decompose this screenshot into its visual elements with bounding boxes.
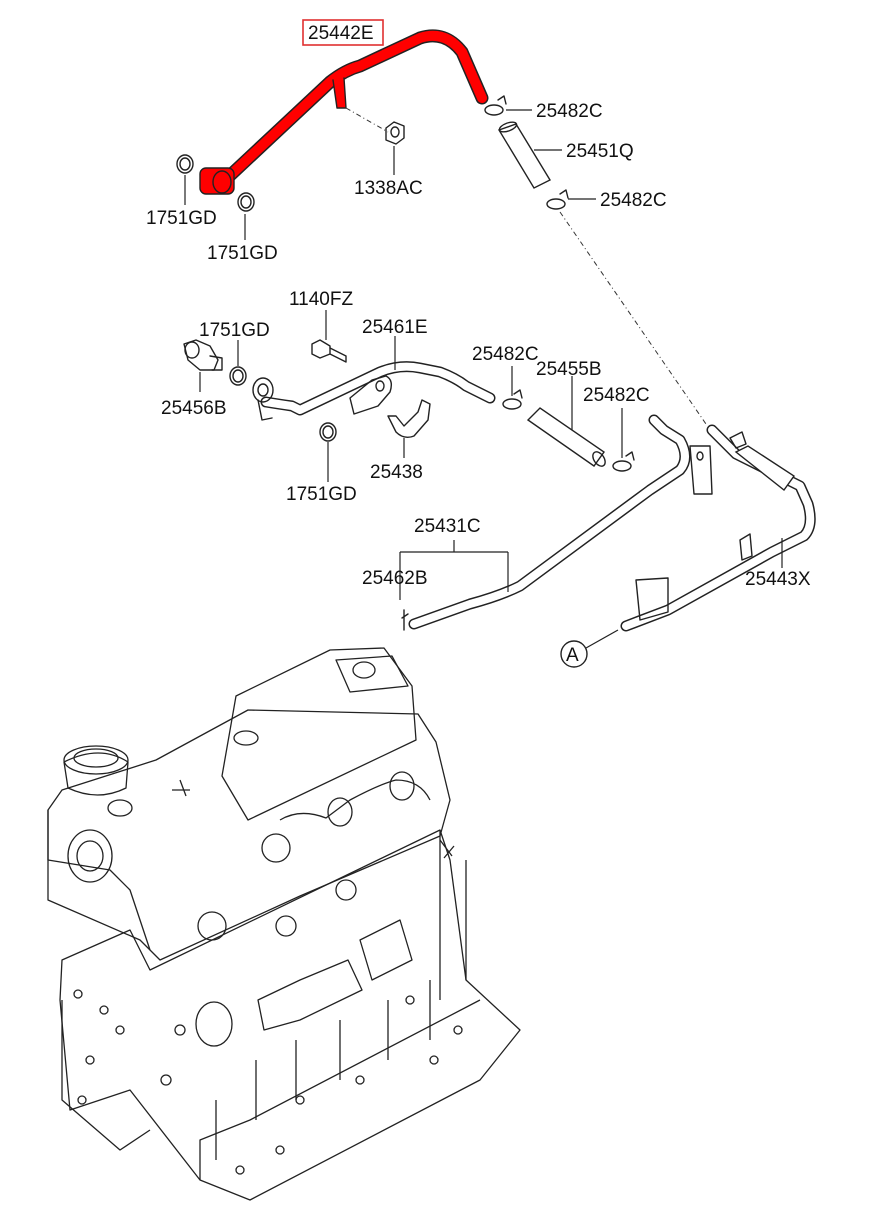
label-1751GD-a: 1751GD [146, 208, 217, 229]
label-1751GD-b: 1751GD [207, 243, 278, 264]
pipe-25443X[interactable] [620, 424, 816, 632]
pipe-end-25462B[interactable] [401, 609, 409, 631]
hose-25451Q[interactable] [497, 120, 551, 189]
hose-25455B[interactable] [526, 407, 608, 468]
label-25438: 25438 [370, 462, 423, 483]
pipe-25431C[interactable] [408, 414, 713, 630]
label-25455B: 25455B [536, 359, 602, 380]
label-25443X: 25443X [745, 569, 811, 590]
label-1751GD-d: 1751GD [286, 484, 357, 505]
label-25456B: 25456B [161, 398, 227, 419]
washer-1751GD-d[interactable] [319, 422, 337, 442]
label-25461E: 25461E [362, 317, 428, 338]
label-ref-a: A [566, 645, 579, 666]
washer-1751GD-b[interactable] [237, 192, 255, 212]
clamp-25482C-b[interactable] [546, 189, 569, 210]
reference-marker-a[interactable]: A [560, 640, 588, 668]
label-25482C-b: 25482C [600, 190, 667, 211]
pipe-25442E[interactable] [199, 29, 489, 195]
clamp-25482C-d[interactable] [612, 451, 635, 472]
union-25456B[interactable] [183, 339, 223, 371]
label-1338AC: 1338AC [354, 178, 423, 199]
engine-block [47, 647, 521, 1201]
label-25482C-c: 25482C [472, 344, 539, 365]
label-25451Q: 25451Q [566, 141, 634, 162]
nut-1338AC[interactable] [385, 121, 405, 145]
label-1751GD-c: 1751GD [199, 320, 270, 341]
highlight-callout-box [302, 19, 384, 46]
clamp-25482C-c[interactable] [502, 389, 523, 410]
label-25482C-a: 25482C [536, 101, 603, 122]
clamp-25482C-a[interactable] [484, 95, 507, 116]
pipe-25461E[interactable] [252, 361, 496, 421]
label-1140FZ: 1140FZ [289, 289, 353, 310]
bolt-1140FZ[interactable] [311, 339, 347, 363]
label-25482C-d: 25482C [583, 385, 650, 406]
label-25442E: 25442E [308, 23, 374, 44]
washer-1751GD-a[interactable] [176, 154, 194, 174]
label-25462B: 25462B [362, 568, 428, 589]
washer-1751GD-c[interactable] [229, 366, 247, 386]
label-25431C: 25431C [414, 516, 481, 537]
bracket-25438[interactable] [387, 399, 431, 439]
